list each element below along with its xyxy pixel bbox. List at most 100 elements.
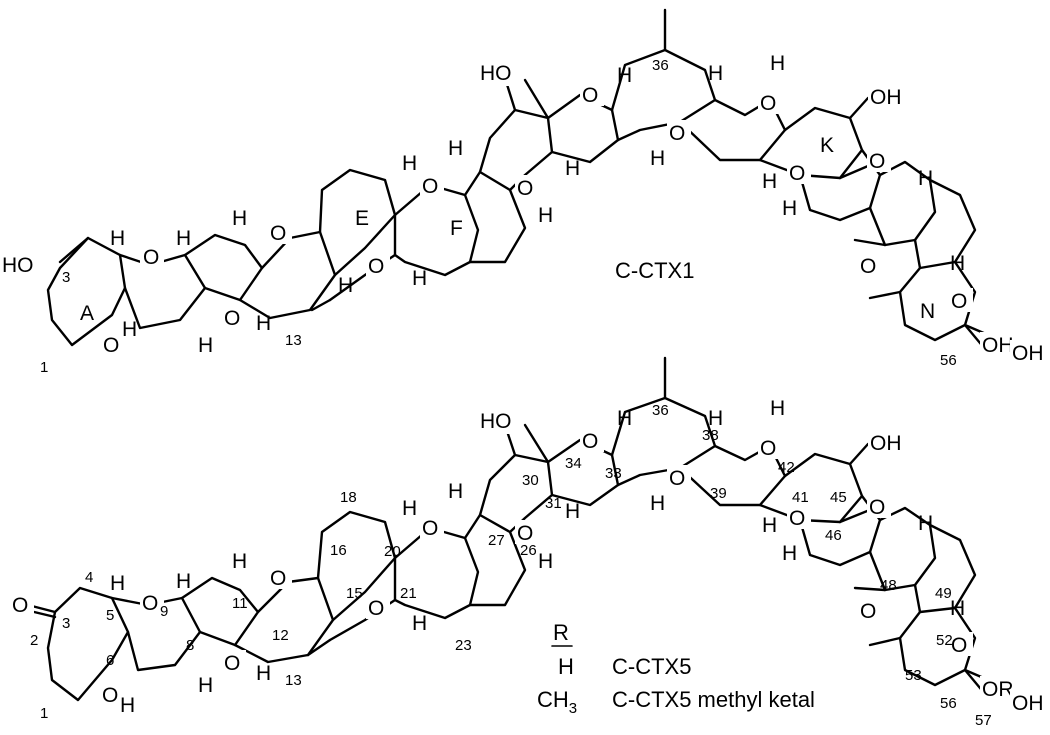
hydrogen-label: H [402, 497, 417, 520]
hydrogen-label: H [708, 407, 723, 430]
oxygen-ring-e: O [368, 597, 384, 620]
oxygen-ring-g: O [517, 177, 533, 200]
atom-number: 38 [702, 427, 719, 444]
atom-number: 9 [160, 603, 168, 620]
atom-number: 27 [488, 532, 505, 549]
label-background [868, 85, 910, 111]
hydrogen-label: H [120, 694, 135, 717]
hydrogen-label: H [448, 480, 463, 503]
hydrogen-label: H [448, 137, 463, 160]
oxygen-ring-b: O [143, 246, 159, 269]
ring-label-a: A [80, 302, 94, 325]
bond-line [463, 170, 527, 264]
atom-number: 13 [285, 332, 302, 349]
oxygen-ring-a: O [103, 334, 119, 357]
bond-line [306, 638, 332, 657]
oxygen-ring-b: O [142, 592, 158, 615]
label-background [1010, 690, 1050, 716]
legend-header: R [553, 620, 569, 645]
hydrogen-label: H [402, 152, 417, 175]
hydrogen-label: H [617, 64, 632, 87]
atom-number: 34 [565, 455, 582, 472]
label-background [268, 220, 292, 244]
label-background [222, 650, 246, 674]
bond-line [318, 168, 397, 277]
label-background [949, 632, 973, 656]
atom-number: 26 [520, 542, 537, 559]
atom-number: 1 [40, 359, 48, 376]
bond-line [46, 586, 130, 702]
c-ctx1-atom-labels: HO O O O O O O O O O O O O O O HO OH OH [0, 52, 1050, 366]
label-background [100, 682, 124, 706]
bond-line [853, 586, 887, 592]
atom-number: 42 [778, 459, 795, 476]
oxygen-ring-k: O [789, 162, 805, 185]
atom-number: 56 [940, 352, 957, 369]
atom-number: 21 [400, 585, 417, 602]
label-background [100, 333, 122, 357]
hydrogen-label: H [762, 514, 777, 537]
hydrogen-label: H [565, 500, 580, 523]
oxygen-ring-e: O [368, 255, 384, 278]
hydrogen-label: H [232, 550, 247, 573]
atom-number: 18 [340, 489, 357, 506]
label-background [140, 245, 164, 269]
atom-number: 1 [40, 705, 48, 722]
label-background [667, 465, 691, 489]
hydrogen-label: H [617, 407, 632, 430]
atom-number: 3 [62, 615, 70, 632]
atom-number: 33 [605, 465, 622, 482]
label-background [420, 515, 444, 539]
hydrogen-label: H [565, 157, 580, 180]
bond-line [523, 78, 550, 120]
oxygen-ring-f: O [422, 175, 438, 198]
oxygen-ring-n: O [951, 634, 967, 657]
label-background [268, 565, 292, 589]
oh-chain-label: OH [1012, 692, 1044, 715]
oxygen-ring-l: O [869, 150, 885, 173]
atom-number: 57 [975, 712, 992, 729]
bond-line [546, 438, 620, 507]
oxygen-ring-a: O [102, 684, 118, 707]
atom-number: 31 [545, 495, 562, 512]
atom-number: 52 [936, 632, 953, 649]
label-background [478, 408, 520, 434]
ho-c32-label: HO [480, 410, 512, 433]
compound-name-c-ctx1: C-CTX1 [615, 258, 694, 283]
atom-number: 30 [522, 472, 539, 489]
label-background [867, 148, 891, 172]
bond-line [610, 396, 717, 487]
label-background [787, 160, 811, 184]
hydrogen-label: H [538, 204, 553, 227]
label-background [758, 435, 782, 459]
atom-number: 2 [30, 632, 38, 649]
hydrogen-label: H [782, 197, 797, 220]
atom-number: 6 [106, 652, 114, 669]
hydrogen-label: H [232, 207, 247, 230]
atom-number: 49 [935, 585, 952, 602]
label-background [858, 598, 882, 622]
bond-line [183, 233, 264, 302]
atom-number: 11 [232, 595, 248, 612]
bond-line [848, 96, 870, 120]
label-background [222, 305, 246, 329]
ho-c3-label: HO [2, 254, 34, 277]
label-background [858, 253, 882, 277]
atom-number: 41 [792, 489, 809, 506]
atom-number: 5 [106, 607, 114, 624]
label-background [867, 494, 891, 518]
hydrogen-label: H [412, 267, 427, 290]
bond-line [46, 236, 127, 347]
bond-line [316, 510, 397, 622]
bond-line [848, 442, 870, 466]
legend-r-methyl: CH3 [537, 687, 577, 717]
hydrogen-label: H [256, 662, 271, 685]
hydrogen-label: H [110, 572, 125, 595]
atom-number: 20 [384, 543, 401, 560]
bond-line [523, 423, 550, 464]
label-background [478, 60, 520, 86]
c-ctx5-atom-numbers: 1 2 3 4 5 6 8 9 11 12 13 15 16 18 20 21 … [30, 402, 992, 729]
oxygen-ring-m: O [860, 600, 876, 623]
bond-line [610, 48, 717, 142]
